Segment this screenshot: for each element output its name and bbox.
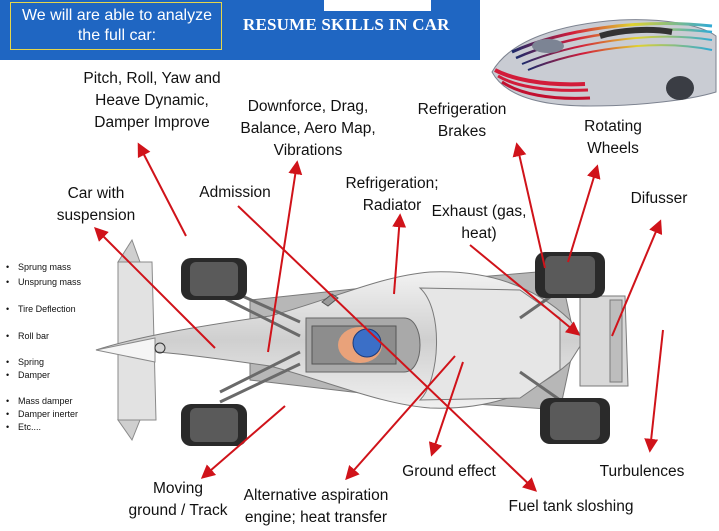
arrow-turbulences — [644, 329, 664, 453]
label-line: Admission — [199, 184, 271, 201]
label-line: Alternative aspiration — [243, 487, 389, 504]
label-line: Exhaust (gas, — [431, 203, 527, 220]
arrow-ground-effect — [428, 361, 464, 457]
list-item: •Etc.... — [6, 422, 42, 432]
label-line: Fuel tank sloshing — [508, 498, 634, 515]
label-line: heat) — [461, 225, 497, 242]
label-turbulences: Turbulences — [590, 461, 694, 483]
label-refrigeration-radiator: Refrigeration; Radiator — [334, 173, 450, 217]
list-item-text: Mass damper — [18, 396, 73, 406]
arrow-exhaust — [469, 244, 581, 336]
label-pitch-roll: Pitch, Roll, Yaw and Heave Dynamic, Damp… — [57, 68, 247, 134]
label-line: Refrigeration; — [345, 175, 439, 192]
label-line: Pitch, Roll, Yaw and — [83, 70, 221, 87]
label-line: Difusser — [630, 190, 688, 207]
label-line: ground / Track — [128, 502, 228, 519]
label-fuel-tank: Fuel tank sloshing — [496, 496, 646, 518]
label-exhaust: Exhaust (gas, heat) — [426, 201, 532, 245]
label-alt-aspiration: Alternative aspiration engine; heat tran… — [230, 485, 402, 529]
f1-car-topview — [95, 238, 629, 446]
list-item-text: Damper inerter — [18, 409, 79, 419]
label-line: Damper Improve — [94, 114, 210, 131]
label-downforce: Downforce, Drag, Balance, Aero Map, Vibr… — [226, 96, 390, 162]
label-line: Moving — [153, 480, 203, 497]
label-moving-ground: Moving ground / Track — [128, 478, 228, 522]
arrow-rotating-wheels — [567, 164, 601, 263]
label-line: Heave Dynamic, — [95, 92, 209, 109]
label-line: Car with — [67, 185, 125, 202]
list-item-text: Etc.... — [18, 422, 42, 432]
cfd-car-image — [480, 0, 719, 112]
arrow-downforce — [267, 160, 303, 353]
header-strip — [324, 0, 431, 11]
label-refrigeration-brakes: Refrigeration Brakes — [407, 99, 517, 143]
arrow-moving-ground — [200, 405, 286, 479]
arrow-pitch-roll — [137, 142, 187, 237]
label-line: Balance, Aero Map, — [240, 120, 376, 137]
arrow-alt-aspiration — [345, 355, 456, 481]
label-admission: Admission — [190, 182, 280, 204]
arrow-difusser — [611, 219, 663, 337]
label-line: Turbulences — [599, 463, 685, 480]
label-line: Rotating — [584, 118, 642, 135]
label-line: Radiator — [362, 197, 422, 214]
list-item: •Spring — [6, 357, 45, 367]
label-rotating-wheels: Rotating Wheels — [570, 116, 656, 160]
list-item: •Roll bar — [6, 331, 50, 341]
label-line: suspension — [56, 207, 136, 224]
list-item-text: Unsprung mass — [18, 277, 82, 287]
list-item-text: Roll bar — [18, 331, 50, 341]
list-item-text: Tire Deflection — [18, 304, 76, 314]
label-car-suspension: Car with suspension — [46, 183, 146, 227]
list-item-text: Damper — [18, 370, 51, 380]
label-line: Brakes — [437, 123, 487, 140]
list-item-text: Sprung mass — [18, 262, 72, 272]
arrow-car-suspension — [94, 227, 216, 349]
label-line: Ground effect — [402, 463, 496, 480]
annotation-arrows — [94, 142, 664, 492]
intro-line-2: the full car: — [77, 27, 157, 44]
intro-line-1: We will are able to analyze — [21, 7, 213, 24]
label-line: Refrigeration — [417, 101, 507, 118]
label-line: Wheels — [587, 140, 639, 157]
list-item: •Sprung mass — [6, 262, 72, 272]
arrow-admission-fuel — [237, 205, 538, 492]
arrow-refrig-brakes — [512, 142, 546, 269]
list-item: •Damper — [6, 370, 51, 380]
label-line: Downforce, Drag, — [247, 98, 369, 115]
arrow-radiator — [392, 213, 407, 295]
label-difusser: Difusser — [622, 188, 696, 210]
list-item: •Damper inerter — [6, 409, 79, 419]
list-item: •Tire Deflection — [6, 304, 76, 314]
label-ground-effect: Ground effect — [389, 461, 509, 483]
list-item: •Mass damper — [6, 396, 73, 406]
list-item-text: Spring — [18, 357, 45, 367]
label-line: Vibrations — [273, 142, 343, 159]
label-line: engine; heat transfer — [244, 509, 388, 526]
list-item: •Unsprung mass — [6, 277, 82, 287]
intro-text: We will are able to analyze the full car… — [11, 6, 223, 46]
intro-box: We will are able to analyze the full car… — [10, 2, 222, 50]
slide-title: RESUME SKILLS IN CAR — [243, 15, 450, 34]
